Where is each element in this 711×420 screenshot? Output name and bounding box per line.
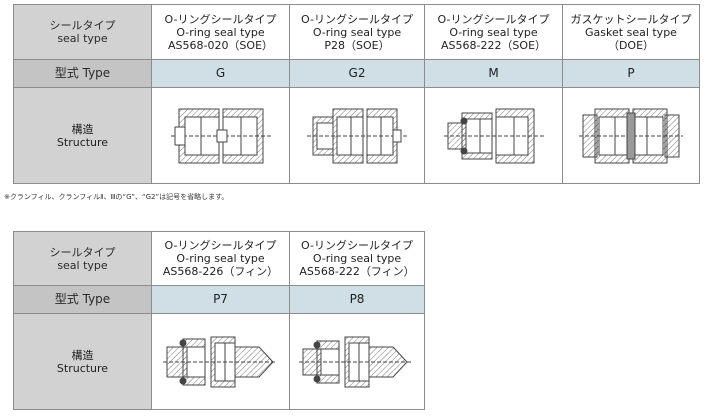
seal-type-cell-g2: O-リングシールタイプ O-ring seal type P28（SOE） [289,4,425,60]
seal-type-table-1: シールタイプ seal type O-リングシールタイプ O-ring seal… [13,4,700,184]
type-value: P7 [151,285,290,314]
seal-spec: AS568-222（SOE） [440,38,547,52]
structure-cell-g2 [289,87,425,184]
structure-row: 構造 Structure [13,313,425,410]
structure-label-jp: 構造 [71,348,94,362]
type-value: P8 [289,285,425,314]
type-value: G2 [289,59,425,88]
seal-type-label-en: seal type [57,32,108,45]
coupling-drawing-p [579,108,683,163]
seal-type-cell-p7: O-リングシールタイプ O-ring seal type AS568-226（フ… [151,231,290,286]
seal-type-header-cell: シールタイプ seal type [13,4,152,60]
type-label: 型式 Type [13,59,152,88]
seal-type-jp: O-リングシールタイプ [301,12,413,26]
seal-type-jp: O-リングシールタイプ [437,12,550,26]
seal-type-jp: O-リングシールタイプ [301,239,413,252]
structure-label-en: Structure [56,361,109,375]
structure-cell-g [151,87,290,184]
coupling-drawing-g [170,108,271,163]
type-value: P [562,59,700,88]
seal-type-jp: O-リングシールタイプ [164,239,277,252]
seal-type-en: O-ring seal type [176,25,265,39]
seal-spec: AS568-020（SOE） [167,38,274,52]
seal-type-header-cell: シールタイプ seal type [13,231,152,286]
seal-type-label-jp: シールタイプ [49,19,116,32]
type-row: 型式 Type P7 P8 [13,285,425,314]
seal-type-label-en: seal type [57,258,108,272]
seal-type-cell-m: O-リングシールタイプ O-ring seal type AS568-222（S… [424,4,563,60]
footnote: ※クランフィル、クランフィルⅡ、Ⅲの“G”、“G2”は記号を省略します。 [4,193,229,201]
structure-label-en: Structure [56,135,109,149]
structure-cell-p7 [151,313,290,410]
seal-type-jp: O-リングシールタイプ [164,12,277,26]
seal-spec: AS568-226（フィン） [162,265,279,278]
structure-row: 構造 Structure [13,87,700,184]
structure-cell-m [424,87,563,184]
type-value: G [151,59,290,88]
seal-spec: P28（SOE） [324,38,390,52]
seal-type-cell-p8: O-リングシールタイプ O-ring seal type AS568-222（フ… [289,231,425,286]
structure-cell-p8 [289,313,425,410]
seal-type-row: シールタイプ seal type O-リングシールタイプ O-ring seal… [13,231,425,286]
seal-type-row: シールタイプ seal type O-リングシールタイプ O-ring seal… [13,4,700,60]
seal-type-cell-p: ガスケットシールタイプ Gasket seal type （DOE） [562,4,700,60]
type-label: 型式 Type [13,285,152,314]
seal-type-jp: ガスケットシールタイプ [570,12,692,26]
seal-type-en: O-ring seal type [176,252,265,265]
seal-spec: （DOE） [607,38,655,52]
structure-label-cell: 構造 Structure [13,313,152,410]
structure-cell-p [562,87,700,184]
seal-type-label-jp: シールタイプ [49,245,116,259]
seal-type-en: O-ring seal type [312,25,402,39]
coupling-drawing-g2 [307,108,407,163]
coupling-drawing-p8 [299,336,413,387]
type-row: 型式 Type G G2 M P [13,59,700,88]
seal-type-en: O-ring seal type [449,25,538,39]
structure-label-jp: 構造 [71,122,94,136]
seal-spec: AS568-222（フィン） [299,265,415,278]
coupling-drawing-m [443,108,544,163]
structure-label-cell: 構造 Structure [13,87,152,184]
seal-type-cell-g: O-リングシールタイプ O-ring seal type AS568-020（S… [151,4,290,60]
seal-type-en: Gasket seal type [585,25,677,39]
type-value: M [424,59,563,88]
coupling-drawing-p7 [162,336,277,387]
seal-type-table-2: シールタイプ seal type O-リングシールタイプ O-ring seal… [13,231,425,410]
seal-type-en: O-ring seal type [312,252,402,265]
